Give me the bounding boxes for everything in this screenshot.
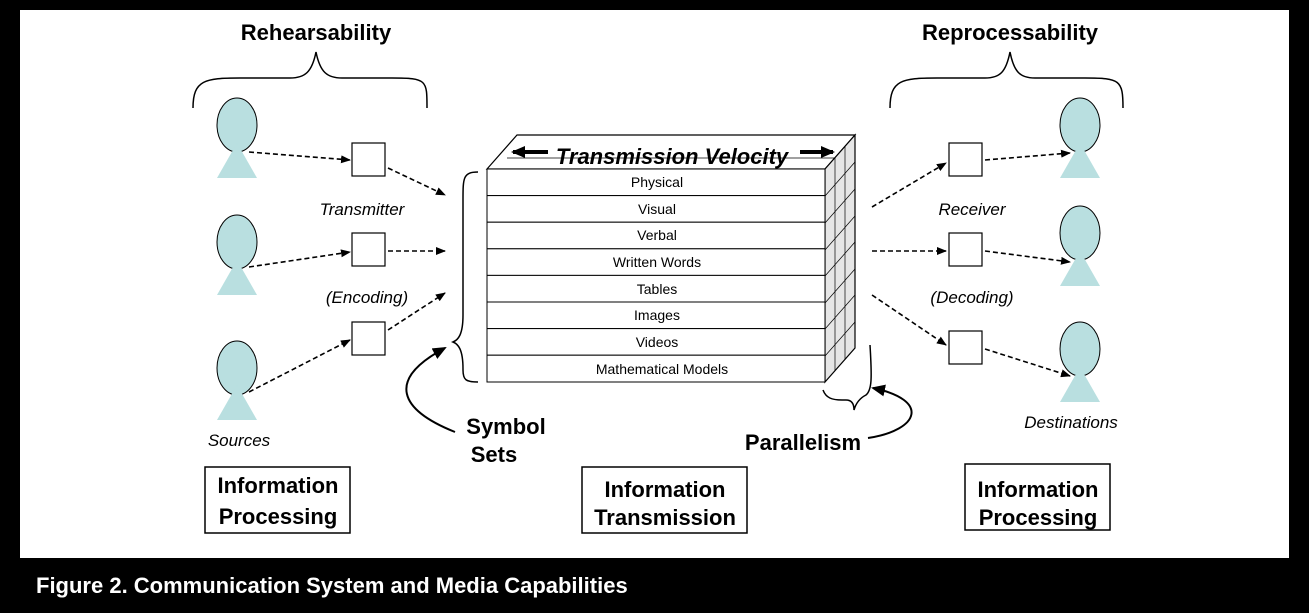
info-processing-left-line2: Processing — [219, 504, 338, 529]
symbol-sets-brace — [450, 171, 479, 383]
layer-label-physical: Physical — [631, 174, 683, 190]
frame-right — [1289, 0, 1309, 613]
rehearsability-label: Rehearsability — [241, 20, 392, 45]
destinations-label: Destinations — [1024, 413, 1118, 432]
layer-label-tables: Tables — [637, 281, 677, 297]
layer-label-written-words: Written Words — [613, 254, 701, 270]
source-person-2-icon — [216, 214, 258, 295]
receiver-label: Receiver — [938, 200, 1006, 219]
communication-diagram: Rehearsability Reprocessability — [192, 20, 1124, 534]
rehearsability-brace — [192, 51, 428, 109]
layer-label-mathematical-models: Mathematical Models — [596, 361, 728, 377]
info-transmission-line2: Transmission — [594, 505, 736, 530]
symbol-sets-label-line2: Sets — [471, 442, 517, 467]
receiver-box-3 — [948, 330, 983, 365]
info-processing-left-line1: Information — [218, 473, 339, 498]
stack-side-grid — [824, 146, 856, 371]
parallelism-curved-arrow — [867, 384, 913, 439]
layer-row — [486, 248, 826, 276]
transmission-velocity-label: Transmission Velocity — [556, 144, 790, 169]
frame-left — [0, 0, 20, 613]
source-person-3-icon — [216, 340, 258, 420]
transmitter-box-2 — [351, 232, 386, 267]
encoding-label: (Encoding) — [326, 288, 408, 307]
transmitter-label: Transmitter — [320, 200, 406, 219]
layer-label-videos: Videos — [636, 334, 679, 350]
layer-label-images: Images — [634, 307, 680, 323]
layer-row — [486, 168, 826, 197]
info-processing-right-line1: Information — [978, 477, 1099, 502]
info-transmission-line1: Information — [605, 477, 726, 502]
receiver-box-1 — [948, 142, 983, 177]
destination-person-1-icon — [1059, 97, 1101, 178]
symbol-sets-label-line1: Symbol — [466, 414, 545, 439]
layer-row — [486, 301, 826, 330]
reprocessability-brace — [889, 51, 1124, 109]
diagram-canvas: Rehearsability Reprocessability — [20, 10, 1289, 558]
info-transmission-box — [581, 466, 748, 534]
layer-row — [486, 221, 826, 250]
parallelism-label: Parallelism — [745, 430, 861, 455]
source-person-1-icon — [216, 97, 258, 178]
destination-arrows — [871, 149, 1071, 378]
info-processing-left-box — [204, 466, 351, 534]
layer-label-visual: Visual — [638, 201, 676, 217]
destination-person-2-icon — [1059, 205, 1101, 286]
layer-row — [486, 274, 826, 303]
info-processing-right-line2: Processing — [979, 505, 1098, 530]
reprocessability-label: Reprocessability — [922, 20, 1099, 45]
source-arrows — [248, 151, 446, 393]
symbol-sets-curved-arrow — [405, 347, 456, 433]
layer-stack — [486, 168, 826, 383]
receiver-box-2 — [948, 232, 983, 267]
decoding-label: (Decoding) — [930, 288, 1013, 307]
sources-label: Sources — [208, 431, 271, 450]
info-processing-right-box — [964, 463, 1111, 531]
layer-row — [486, 195, 826, 223]
destination-person-3-icon — [1059, 321, 1101, 402]
transmitter-box-3 — [351, 321, 386, 356]
transmitter-box-1 — [351, 142, 386, 177]
layer-label-verbal: Verbal — [637, 227, 677, 243]
layer-row — [486, 354, 826, 383]
figure-caption: Figure 2. Communication System and Media… — [20, 558, 1289, 613]
parallelism-brace — [822, 344, 872, 411]
frame-top — [0, 0, 1309, 10]
